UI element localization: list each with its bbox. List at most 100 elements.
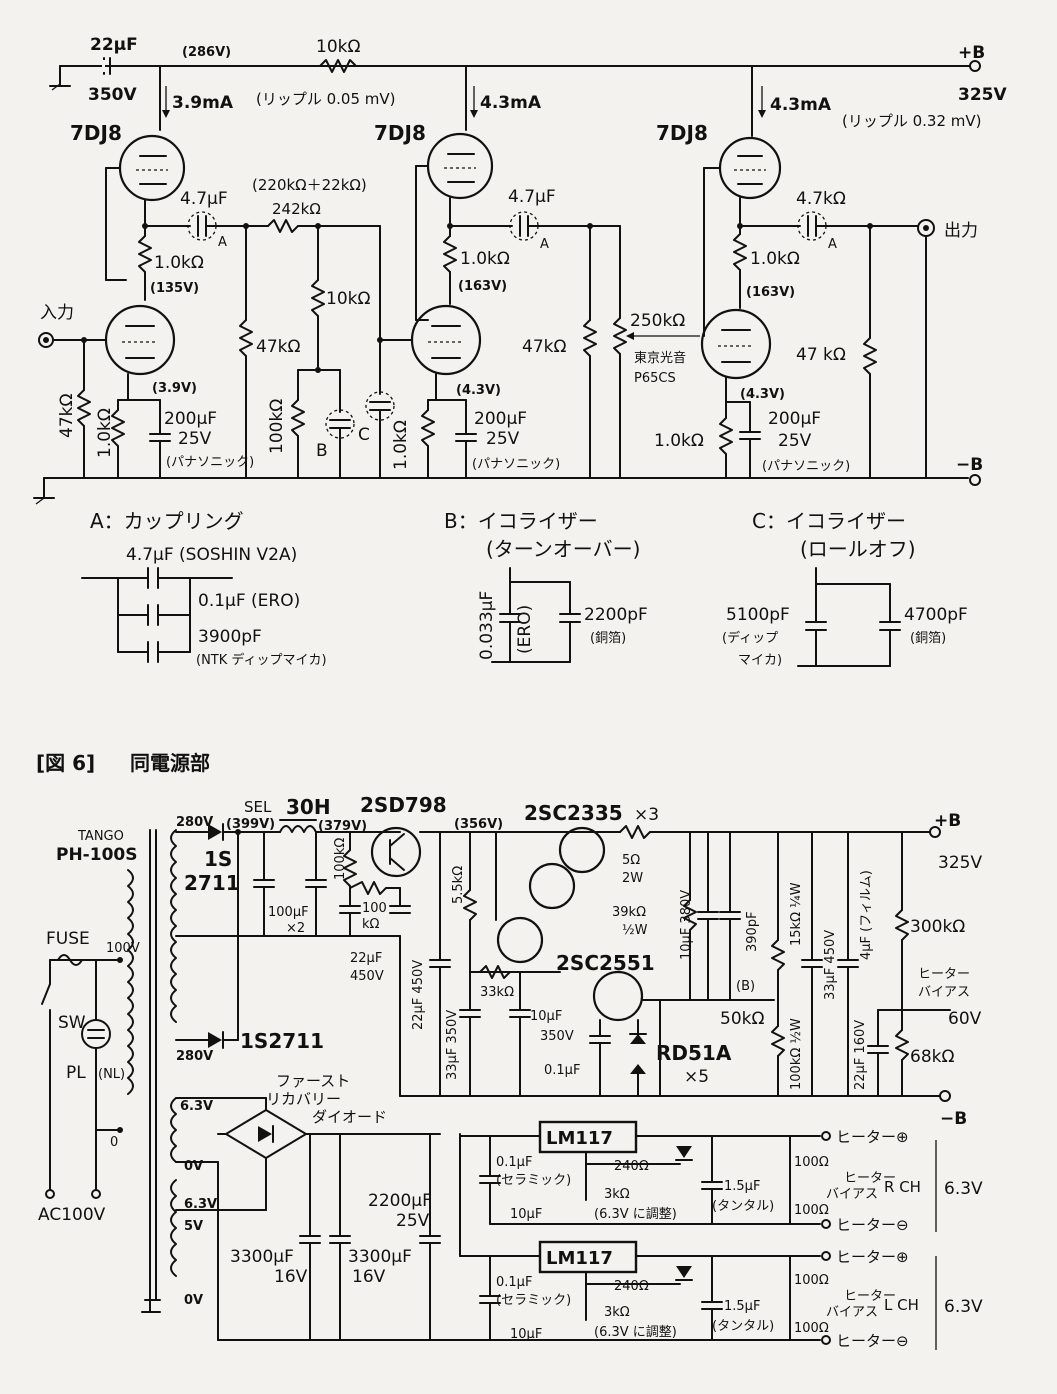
stage2-rk-upper: 1.0kΩ <box>460 249 510 269</box>
cap-0-1: 0.1μF <box>544 1063 580 1078</box>
pot-50k: 50kΩ <box>720 1009 764 1029</box>
l-ch-cap-01-note: (セラミック) <box>496 1293 571 1308</box>
r-ch-heater-plus: ヒーター⊕ <box>836 1128 909 1146</box>
transformer-model: PH-100S <box>56 845 137 865</box>
r-ch-label: R CH <box>884 1178 921 1196</box>
l-ch-cap-01: 0.1μF <box>496 1275 532 1290</box>
choke-value: 30H <box>286 795 331 819</box>
legend-c-cap-1: 5100pF <box>726 605 790 625</box>
mark-c: C <box>358 425 370 445</box>
frd-label-3: ダイオード <box>312 1108 387 1126</box>
legend-a-item-3: 3900pF <box>198 627 262 647</box>
amp-ground-rail <box>33 474 981 505</box>
tap-100v: 100V <box>106 941 140 956</box>
input-label: 入力 <box>40 303 74 323</box>
heater-bias-label-1: ヒーター <box>918 967 970 982</box>
legend-c-cap-2: 4700pF <box>904 605 968 625</box>
tube-2-label: 7DJ8 <box>374 121 426 145</box>
series-resistor-100: 100 <box>362 901 387 916</box>
voltage-286: (286V) <box>182 45 231 60</box>
tube-1-label: 7DJ8 <box>70 121 122 145</box>
l-ch-cap-10: 10μF <box>510 1327 542 1342</box>
stage1-cathode-resistor: 1.0kΩ <box>95 408 115 458</box>
r-ch-pot-3k: 3kΩ <box>604 1187 630 1202</box>
stage2-mid-voltage: (163V) <box>458 279 507 294</box>
emitter-resistor-watt: 2W <box>622 871 643 886</box>
cap-10-value: 10μF <box>530 1009 562 1024</box>
l-ch-heater-minus: ヒーター⊖ <box>836 1332 909 1350</box>
stage1-cap-brand: (パナソニック) <box>166 455 254 470</box>
hv-tap-1: 280V <box>176 815 213 830</box>
r-ch-pot-note: (6.3V に調整) <box>594 1207 677 1222</box>
legend-a-item-2: 0.1μF (ERO) <box>198 591 300 611</box>
resistor-15k: 15kΩ ¼W <box>789 882 804 946</box>
stage1-cathode-cap-voltage: 25V <box>178 429 212 449</box>
stage3-cathode-resistor: 1.0kΩ <box>654 431 704 451</box>
volume-pot-model: P65CS <box>634 371 676 386</box>
zener-diode: RD51A <box>656 1041 732 1065</box>
stage3-cathode-cap: 200μF <box>768 409 821 429</box>
voltage-356: (356V) <box>454 817 503 832</box>
r-ch-cap-1-5: 1.5μF <box>724 1179 760 1194</box>
stage3-cap-mark: A <box>828 237 837 252</box>
resistor-39k: 39kΩ <box>612 905 646 920</box>
psu-bplus-voltage: 325V <box>938 853 982 873</box>
zener-count: ×5 <box>684 1067 709 1087</box>
bminus-label: −B <box>956 455 983 475</box>
stage1-load-resistor: 47kΩ <box>256 337 300 357</box>
r-ch-heater-bias-1: ヒーター <box>844 1171 896 1186</box>
amp-top-rail <box>49 57 981 91</box>
resistor-10k-top: 10kΩ <box>316 37 360 57</box>
bleeder-resistor: 100kΩ <box>333 838 348 880</box>
volume-pot-brand: 東京光音 <box>634 350 686 366</box>
input-cap-voltage: 350V <box>88 85 137 105</box>
stage2-cathode-cap-voltage: 25V <box>486 429 520 449</box>
cap-33-350: 33μF 350V <box>445 1010 460 1080</box>
series-resistor: 242kΩ <box>272 200 321 218</box>
stage2-cathode-voltage: (4.3V) <box>456 383 501 398</box>
legend-b-cap-2: 2200pF <box>584 605 648 625</box>
mark-b: B <box>316 441 328 461</box>
choke-type: SEL <box>244 798 272 816</box>
r-ch-cap-01-note: (セラミック) <box>496 1173 571 1188</box>
l-ch-pot-note: (6.3V に調整) <box>594 1325 677 1340</box>
l-ch-resistor-100-a: 100Ω <box>794 1273 829 1288</box>
regulator-l-label: LM117 <box>546 1248 613 1269</box>
stage-3 <box>700 65 935 479</box>
bplus-voltage: 325V <box>958 85 1007 105</box>
heater-cap-2: 3300μF <box>348 1247 412 1267</box>
figure-title: 同電源部 <box>130 751 210 775</box>
r-ch-cap-01: 0.1μF <box>496 1155 532 1170</box>
stage2-coupling-cap: 4.7μF <box>508 187 556 207</box>
legend-a-item-4: (NTK ディップマイカ) <box>196 652 327 668</box>
r-ch-cap-10: 10μF <box>510 1207 542 1222</box>
heater-cap-1: 3300μF <box>230 1247 294 1267</box>
stage3-coupling-cap: 4.7kΩ <box>796 189 846 209</box>
tube-3-label: 7DJ8 <box>656 121 708 145</box>
diode-1-b: 2711 <box>184 871 240 895</box>
stage1-rk-upper: 1.0kΩ <box>154 253 204 273</box>
legend-b-cap-1: 0.033μF <box>477 591 497 660</box>
bplus-label: +B <box>958 43 985 63</box>
stage3-rk-upper: 1.0kΩ <box>750 249 800 269</box>
legend-c-subtitle: (ロールオフ) <box>800 537 916 561</box>
regulator-r-label: LM117 <box>546 1128 613 1149</box>
resistor-5-5k: 5.5kΩ <box>451 866 466 904</box>
l-ch-heater-bias-1: ヒーター <box>844 1289 896 1304</box>
r-ch-heater-bias-2: バイアス <box>826 1187 878 1202</box>
series-resistor-note: (220kΩ＋22kΩ) <box>252 176 367 194</box>
ac-input-label: AC100V <box>38 1205 106 1225</box>
l-ch-label: L CH <box>884 1296 919 1314</box>
heater-tap-0v-2: 0V <box>184 1293 203 1308</box>
cap-4-film: 4μF (フィルム) <box>859 870 874 960</box>
heater-cap-3: 2200μF <box>368 1191 432 1211</box>
stage3-load-resistor: 47 kΩ <box>796 345 846 365</box>
resistor-68k: 68kΩ <box>910 1047 954 1067</box>
heater-cap-3-voltage: 25V <box>396 1211 430 1231</box>
heater-cap-2-voltage: 16V <box>352 1267 386 1287</box>
stage-1 <box>38 65 395 479</box>
current-3: 4.3mA <box>770 95 832 115</box>
stage2-cathode-resistor: 1.0kΩ <box>391 420 411 470</box>
frd-label-1: ファースト <box>276 1072 350 1090</box>
stage1-mid-voltage: (135V) <box>150 281 199 296</box>
